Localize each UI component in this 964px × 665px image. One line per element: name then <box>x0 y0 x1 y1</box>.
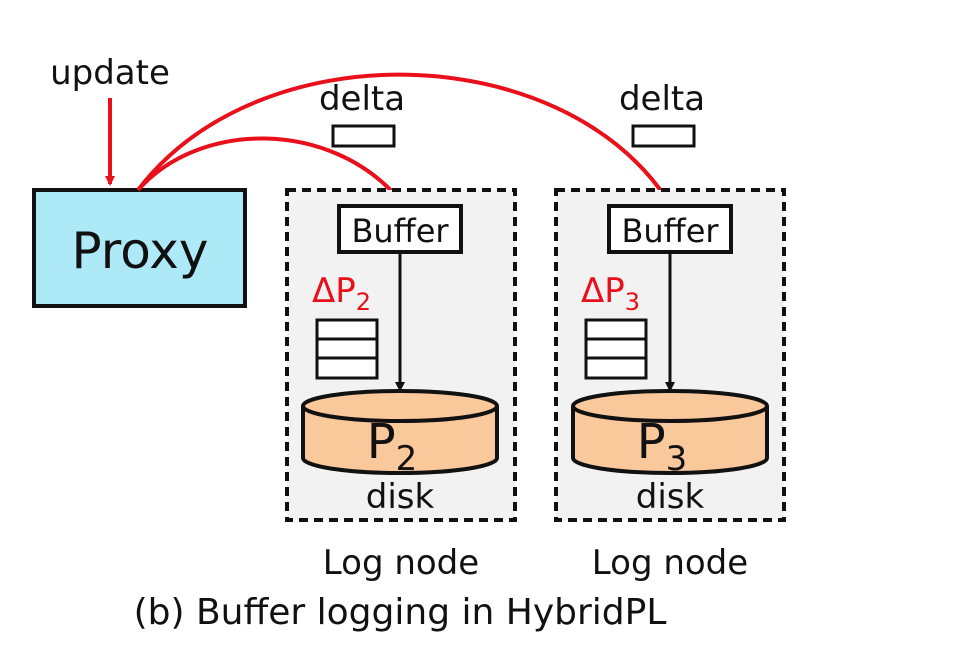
disk-label-2: disk <box>636 477 705 517</box>
partition-label-1: P2 <box>367 414 418 479</box>
disk-label-1: disk <box>366 477 435 517</box>
delta-packet-1 <box>331 124 396 148</box>
log-node-2: Buffer ΔP3 P3 disk <box>554 188 786 522</box>
delta-partition-label-2: ΔP3 <box>581 271 640 316</box>
log-node-label-2: Log node <box>592 543 748 583</box>
delta-label-2: delta <box>619 79 705 119</box>
buffer-box-2 <box>607 204 733 254</box>
log-stack-2 <box>584 318 648 380</box>
buffer-label-2: Buffer <box>621 212 719 250</box>
partition-label-2: P3 <box>637 414 688 479</box>
buffer-label-1: Buffer <box>351 212 449 250</box>
log-node-1: Buffer ΔP2 P2 disk <box>285 188 517 522</box>
figure-caption: (b) Buffer logging in HybridPL <box>134 592 667 633</box>
delta-packet-2 <box>631 124 696 148</box>
log-stack-1 <box>315 318 379 380</box>
buffer-box-1 <box>337 204 463 254</box>
update-label: update <box>50 53 170 93</box>
disk-cylinder-2 <box>571 389 769 475</box>
proxy-to-node2-arrow <box>136 72 668 200</box>
delta-partition-label-1: ΔP2 <box>312 271 371 316</box>
proxy-to-node1-arrow <box>136 136 400 200</box>
delta-label-1: delta <box>319 79 405 119</box>
proxy-label: Proxy <box>72 222 209 280</box>
log-node-label-1: Log node <box>323 543 479 583</box>
proxy-box <box>32 188 247 308</box>
disk-cylinder-1 <box>301 389 499 475</box>
